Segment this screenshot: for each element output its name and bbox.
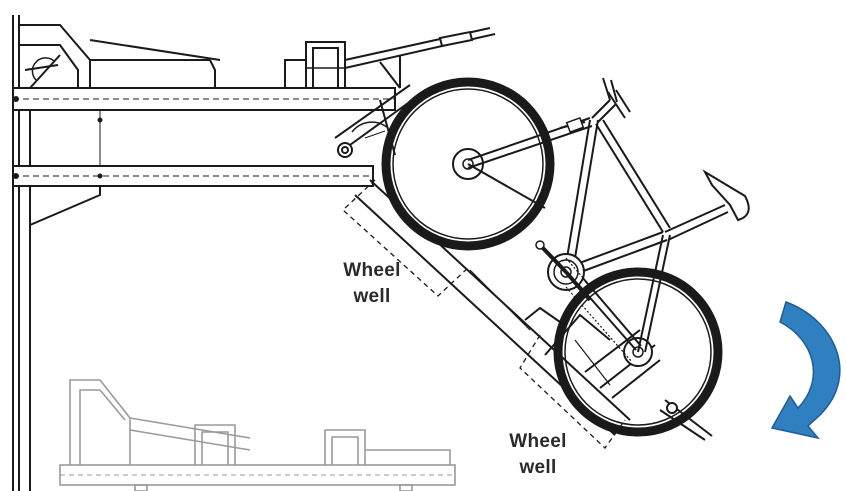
upper-wheel-well-line2: well	[352, 286, 390, 307]
wheel-well-markers	[342, 179, 626, 449]
bicycle	[381, 77, 750, 437]
lower-rack-outline	[59, 379, 456, 491]
upper-wheel-well-label: Wheel well	[343, 260, 400, 307]
lower-wheel-well-label: Wheel well	[509, 431, 566, 478]
lower-wheel-well-line2: well	[518, 457, 556, 478]
lower-wheel-well-line1: Wheel	[509, 431, 566, 452]
upper-rack-frame	[12, 15, 496, 491]
rotation-arrow-icon	[770, 301, 841, 440]
saddle	[702, 169, 750, 222]
upper-wheel-well-line1: Wheel	[343, 260, 400, 281]
crankset	[535, 240, 592, 302]
